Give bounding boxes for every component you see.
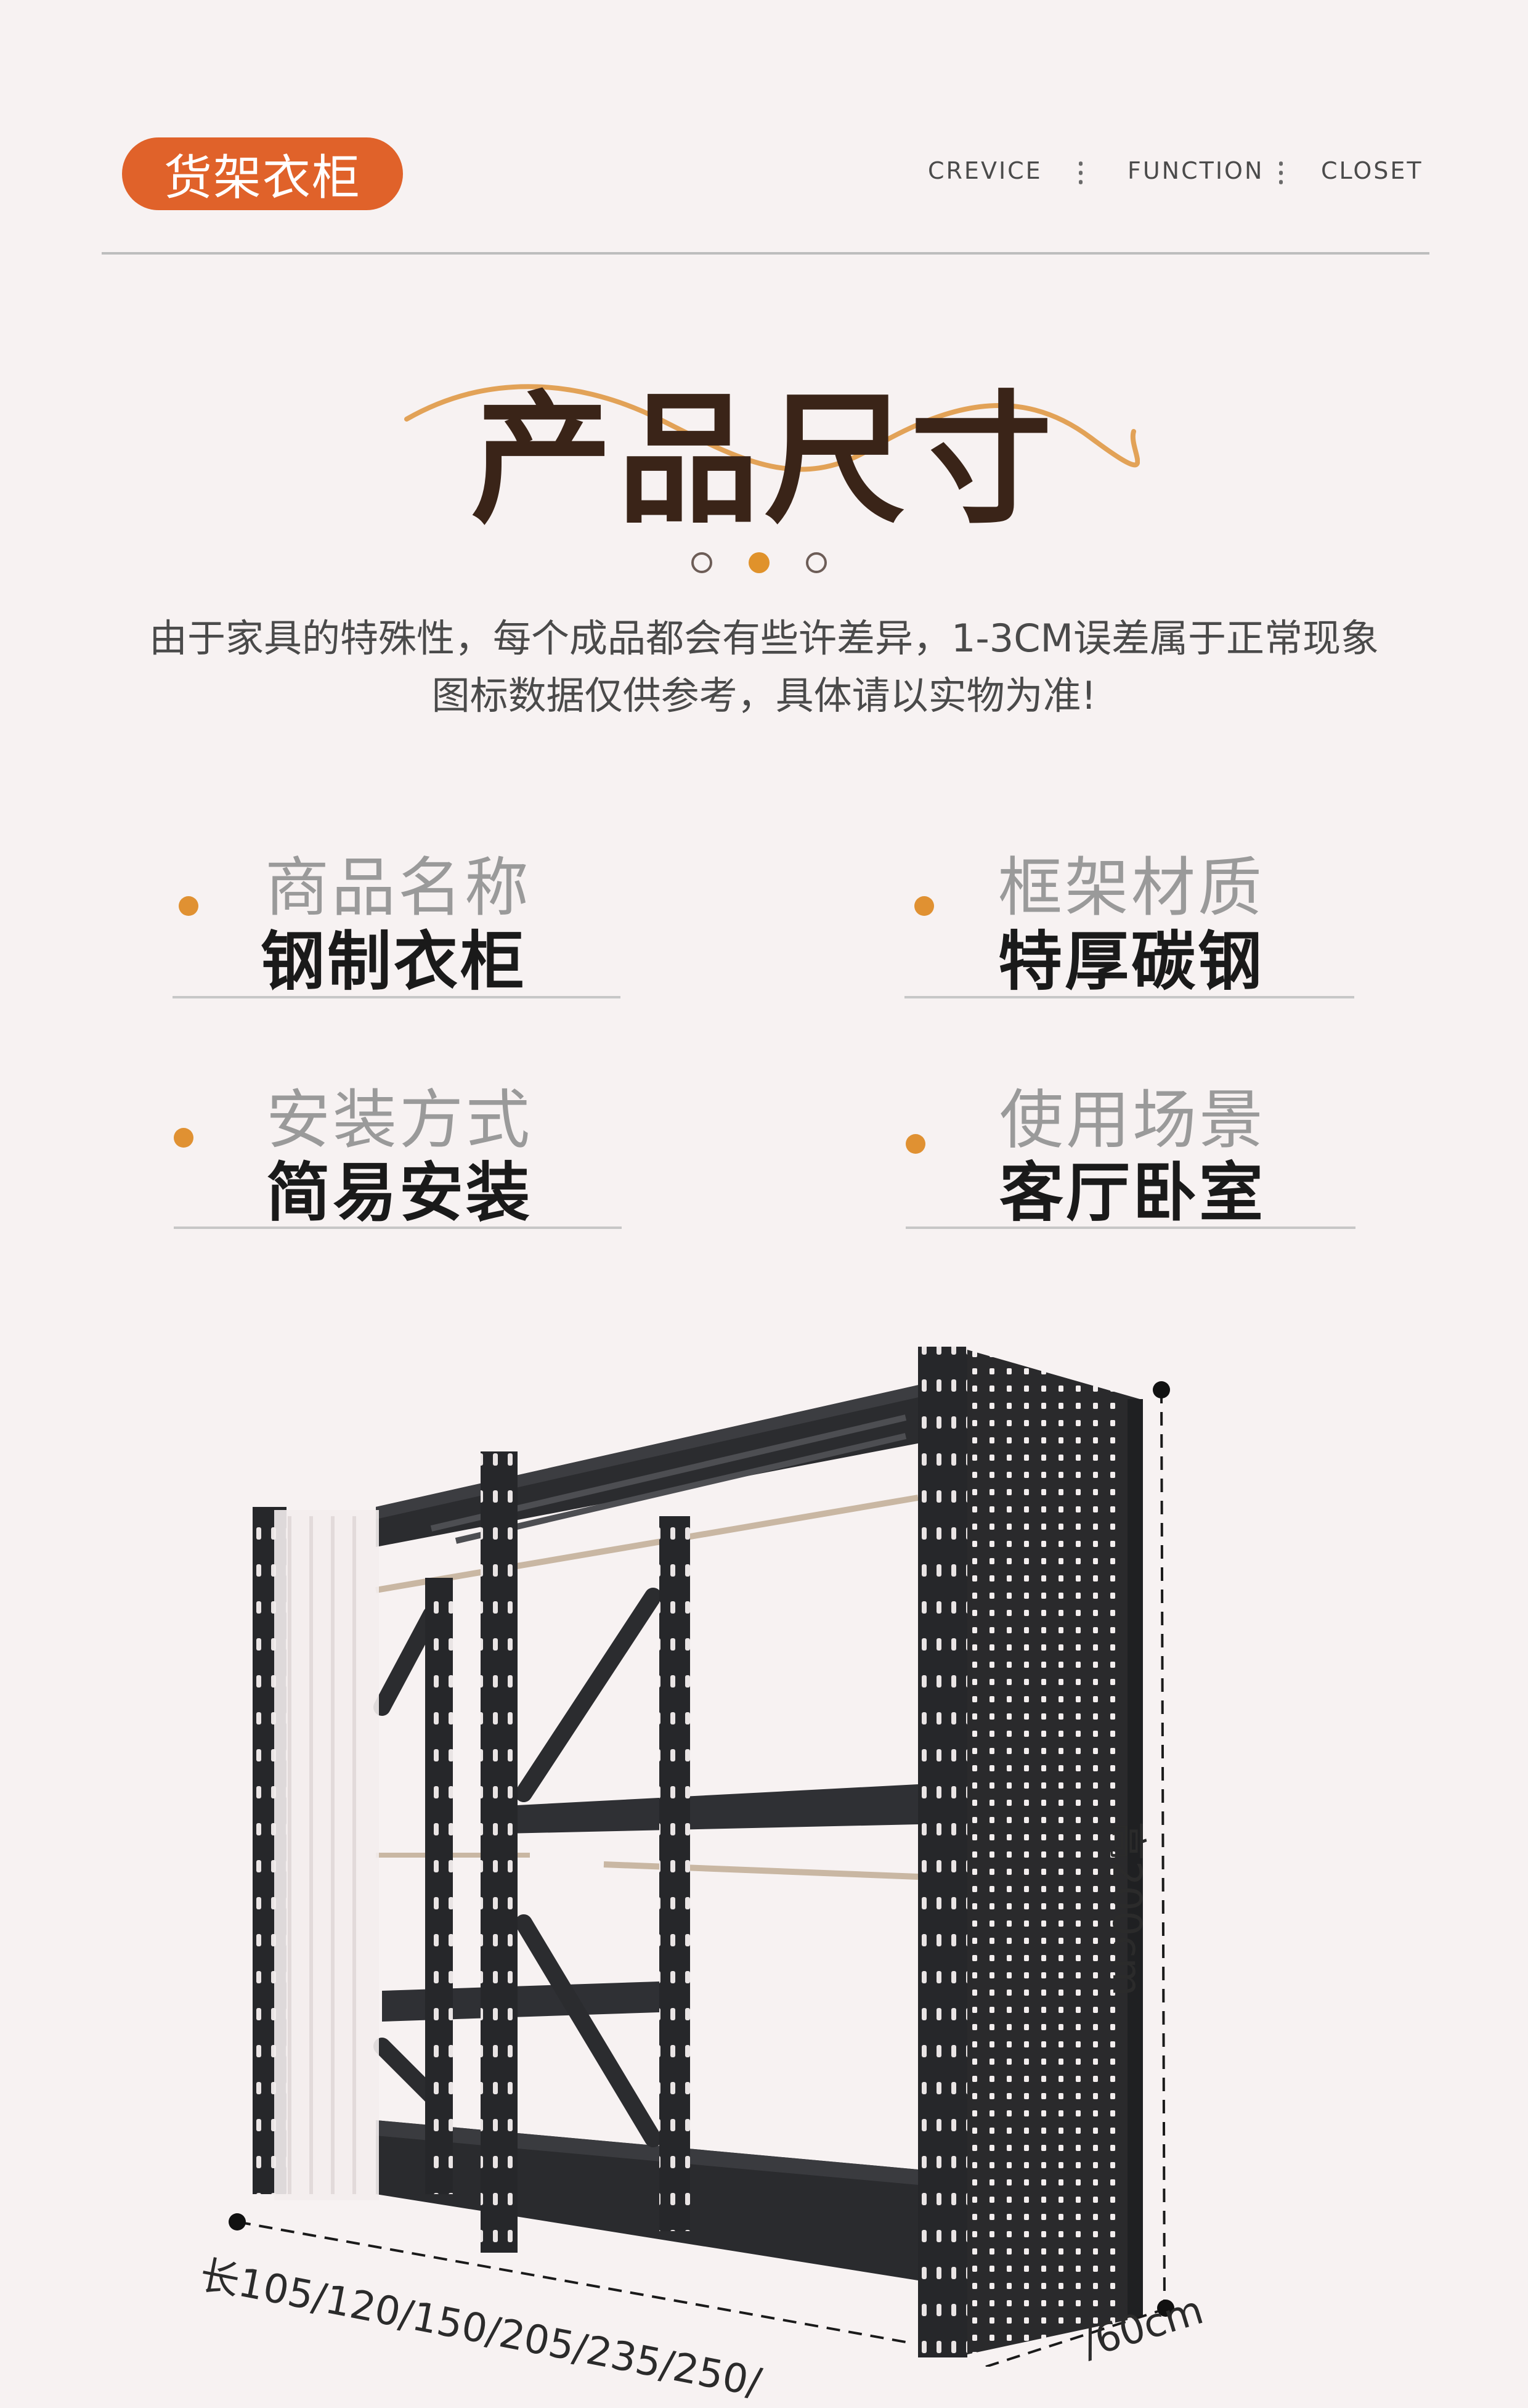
spec-underline [904,996,1354,998]
bullet-dot [906,1134,925,1154]
spec-underline [174,1226,622,1229]
spec-underline [173,996,620,998]
spec-value-install: 简易安装 [266,1155,533,1230]
swirl-decoration [404,384,1140,472]
disclaimer-line-1: 由于家具的特殊性，每个成品都会有些许差异，1-3CM误差属于正常现象 [148,616,1380,661]
nav-closet[interactable]: CLOSET [1321,157,1423,184]
spec-underline [906,1226,1355,1229]
bullet-dot [179,896,198,916]
page-dot[interactable] [806,552,827,573]
spec-label-name: 商品名称 [265,850,532,925]
nav-crevice[interactable]: CREVICE [928,157,1042,184]
disclaimer-line-2: 图标数据仅供参考，具体请以实物为准! [431,673,1097,718]
nav-separator [1079,159,1083,187]
nav-separator [1279,159,1283,187]
spec-label-material: 框架材质 [998,850,1265,925]
spec-label-scene: 使用场景 [999,1082,1266,1157]
nav-function[interactable]: FUNCTION [1128,157,1264,184]
brand-label: 货架衣柜 [163,150,361,206]
height-dimension-label: 高200cm [1103,1821,1149,1996]
spec-value-name: 钢制衣柜 [261,924,527,999]
spec-label-install: 安装方式 [266,1082,533,1157]
header-divider [102,252,1429,255]
page-dot[interactable] [691,552,712,573]
brand-badge[interactable]: 货架衣柜 [122,137,403,210]
page-dot-active[interactable] [749,552,770,573]
bullet-dot [174,1128,193,1148]
page-title: 产品尺寸 [470,378,1057,543]
spec-value-material: 特厚碳钢 [998,924,1265,999]
bullet-dot [914,896,934,916]
product-image [229,1347,1174,2367]
spec-value-scene: 客厅卧室 [999,1155,1266,1230]
pagination-dots [684,552,844,583]
